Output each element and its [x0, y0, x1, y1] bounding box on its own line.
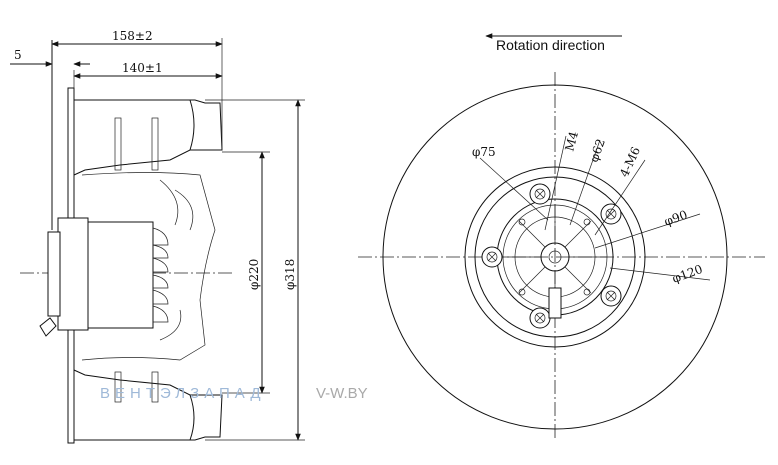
blade-curve-2: [174, 189, 194, 231]
impeller-shroud-bottom: [73, 369, 223, 441]
label-d75: φ75: [472, 145, 496, 159]
dim-inlet-label: φ220: [247, 259, 261, 290]
impeller-shroud-top: [73, 99, 223, 176]
label-m4: M4: [562, 130, 581, 153]
strut-bottom-2: [151, 371, 159, 403]
motor-rear-cap: [47, 231, 61, 317]
motor-body: [87, 221, 154, 329]
strut-bottom-1: [114, 371, 122, 403]
mounting-ring-inner: [474, 176, 636, 338]
cooling-fins: [152, 227, 169, 323]
impeller-outer-circle: [382, 84, 728, 430]
dim-body-depth-label: 140±1: [122, 61, 163, 75]
mounting-ring-outer: [464, 166, 646, 348]
inlet-lip-top: [189, 99, 195, 151]
front-view: φ75 M4 φ62 4-M6 φ90 φ120 Rotation direct…: [358, 33, 765, 440]
mounting-screws: [481, 183, 622, 329]
leader-m4: [544, 135, 567, 231]
cable-gland: [39, 317, 57, 337]
blade-curve-3: [159, 309, 182, 341]
dim-outer-label: φ318: [283, 259, 297, 290]
label-d90: φ90: [662, 208, 689, 229]
label-d62: φ62: [587, 137, 608, 164]
leader-d120: [609, 267, 711, 281]
side-view: 5 158±2 140±1 φ220 φ318: [10, 29, 305, 444]
dim-overall-depth-label: 158±2: [112, 29, 153, 43]
label-4m6: 4-M6: [617, 145, 643, 180]
leader-d90: [594, 213, 701, 249]
watermark-brand: ВЕНТЭЛЗАПАД: [100, 385, 265, 402]
watermark-site: V-W.BY: [316, 385, 368, 402]
strut-top-1: [114, 117, 122, 171]
leader-d75: [479, 157, 549, 221]
blade-outline: [81, 172, 216, 361]
rotation-direction-label: Rotation direction: [496, 37, 605, 53]
motor-flange: [57, 217, 89, 331]
cable-outlet: [548, 287, 562, 319]
dim-offset-label: 5: [14, 48, 22, 62]
hub-spokes: [503, 205, 607, 309]
leader-d62: [569, 139, 601, 226]
blade-curve-1: [159, 179, 179, 226]
shaft-center: [548, 250, 562, 264]
leader-4m6: [594, 159, 646, 236]
inlet-lip-bottom: [189, 394, 195, 441]
label-d120: φ120: [670, 262, 704, 286]
strut-top-2: [151, 117, 159, 171]
